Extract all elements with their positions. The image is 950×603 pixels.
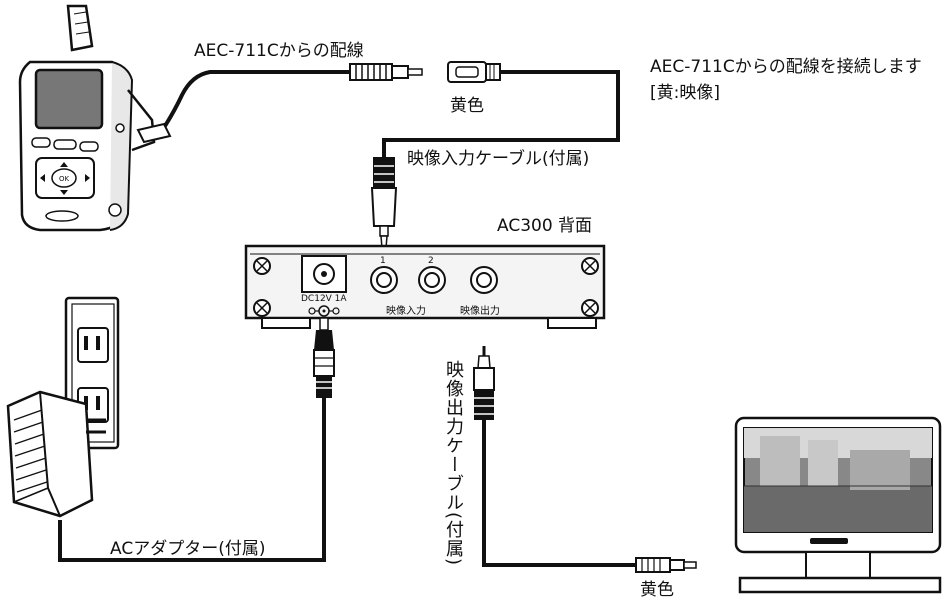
label-cable-from-aec: AEC-711Cからの配線: [194, 41, 364, 61]
label-dc-spec: DC12V 1A: [301, 294, 347, 304]
ac-adapter: [6, 390, 106, 518]
label-yellow-top: 黄色: [450, 96, 484, 116]
label-port-1: 1: [380, 256, 386, 266]
svg-text:OK: OK: [59, 175, 70, 183]
label-connect-note: AEC-711Cからの配線を接続します: [650, 57, 922, 77]
label-connect-note-sub: [黄:映像]: [650, 83, 720, 103]
label-video-input: 映像入力: [386, 306, 426, 317]
video-output-cable: [473, 346, 697, 573]
label-video-output: 映像出力: [460, 306, 500, 317]
dc-plug-cable: [58, 317, 335, 562]
aec-cable: [136, 61, 620, 158]
label-input-cable: 映像入力ケーブル(付属): [407, 149, 590, 169]
label-output-cable: 映像出力ケーブル(付属): [443, 360, 464, 567]
label-port-2: 2: [428, 256, 434, 266]
handheld-monitor: OK: [18, 4, 156, 232]
tv-monitor: [734, 416, 942, 594]
label-yellow-bottom: 黄色: [640, 580, 674, 600]
ac300-rear-panel: [244, 244, 606, 329]
label-device-title: AC300 背面: [497, 216, 593, 236]
label-ac-adapter: ACアダプター(付属): [110, 539, 266, 559]
video-input-plug: [370, 157, 398, 249]
